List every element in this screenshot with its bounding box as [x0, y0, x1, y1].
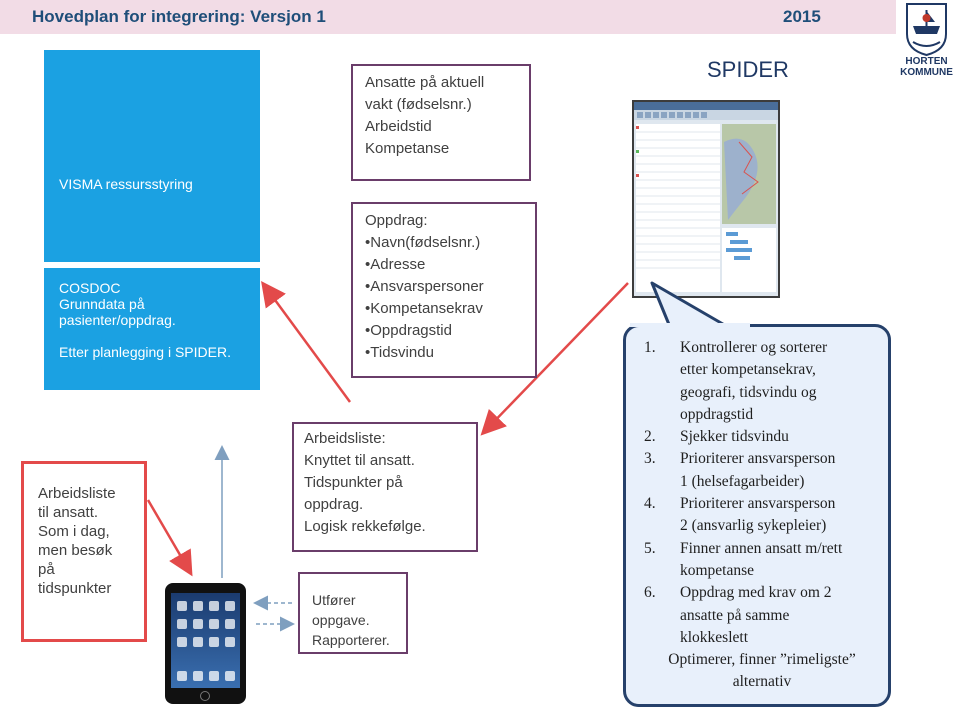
spider-step: geografi, tidsvindu og: [680, 383, 817, 401]
spider-step: 2 (ansvarlig sykepleier): [680, 517, 827, 535]
horten-kommune-logo: [893, 0, 960, 86]
spider-step: 5.Finner annen ansatt m/rett: [644, 539, 843, 557]
bullet-icon: •: [365, 278, 371, 295]
spider-final-line1: Optimerer, finner ”rimeligste”: [668, 651, 856, 669]
spider-steps-list: 1.Kontrollerer og sorterer etter kompetan…: [644, 337, 878, 649]
oppdrag-items: •Navn(fødselsnr.) •Adresse •Ansvarspersone…: [365, 232, 527, 364]
spider-step: 4.Prioriterer ansvarsperson: [644, 495, 836, 513]
oppdrag-item: •Adresse: [365, 256, 426, 273]
page-title: Hovedplan for integrering: Versjon 1: [32, 7, 326, 26]
oppdrag-item: •Oppdragstid: [365, 322, 452, 339]
arrow-spider-to-arbeidsliste: [480, 282, 629, 436]
header-year: 2015: [783, 7, 821, 26]
ansatte-box: Ansatte på aktuell vakt (fødselsnr.) Arb…: [351, 64, 531, 181]
utforer-box: Utfører oppgave. Rapporterer.: [298, 572, 408, 654]
spider-step: 3.Prioriterer ansvarsperson: [644, 450, 836, 468]
tablet-device: [165, 583, 246, 704]
spider-final-line2: alternativ: [732, 673, 792, 691]
logo-text: HORTEN KOMMUNE: [900, 56, 953, 78]
spider-step: 1.Kontrollerer og sorterer: [644, 339, 828, 356]
callout-joint: [630, 323, 750, 327]
arrow-arbeidsliste-to-cosdoc: [261, 280, 352, 403]
arbeidsliste-box: Arbeidsliste: Knyttet til ansatt. Tidspu…: [292, 422, 478, 552]
spider-step: 1 (helsefagarbeider): [680, 472, 805, 490]
spider-step: 2.Sjekker tidsvindu: [644, 428, 789, 446]
spider-title: SPIDER: [707, 57, 789, 82]
oppdrag-item: •Tidsvindu: [365, 344, 434, 361]
oppdrag-item: •Ansvarspersoner: [365, 278, 484, 295]
bullet-icon: •: [365, 322, 371, 339]
arbeidsliste-til-ansatt-box: Arbeidsliste til ansatt. Som i dag, men …: [21, 461, 147, 642]
visma-box: VISMA ressursstyring: [44, 50, 260, 262]
spider-step: ansatte på samme: [680, 606, 790, 624]
header-bar: [0, 0, 896, 34]
cosdoc-box: COSDOC Grunndata på pasienter/oppdrag. E…: [44, 268, 260, 390]
tablet-home-button: [200, 691, 210, 701]
bullet-icon: •: [365, 234, 371, 251]
oppdrag-box: Oppdrag: •Navn(fødselsnr.) •Adresse •Ansva…: [351, 202, 537, 378]
spider-step: kompetanse: [680, 561, 755, 579]
bullet-icon: •: [365, 256, 371, 273]
oppdrag-item: •Kompetansekrav: [365, 300, 483, 317]
oppdrag-title: Oppdrag:: [365, 212, 428, 229]
spider-steps-callout: 1.Kontrollerer og sorterer etter kompetan…: [623, 324, 891, 707]
spider-screenshot: [632, 100, 780, 298]
spider-step: etter kompetansekrav,: [680, 361, 816, 379]
tablet-screen: [171, 593, 240, 688]
spider-step: oppdragstid: [680, 405, 754, 423]
spider-step: 6.Oppdrag med krav om 2: [644, 584, 832, 602]
oppdrag-item: •Navn(fødselsnr.): [365, 234, 481, 251]
bullet-icon: •: [365, 300, 371, 317]
spider-step: klokkeslett: [680, 628, 749, 646]
arrow-left-to-tablet: [146, 499, 193, 577]
bullet-icon: •: [365, 344, 371, 361]
